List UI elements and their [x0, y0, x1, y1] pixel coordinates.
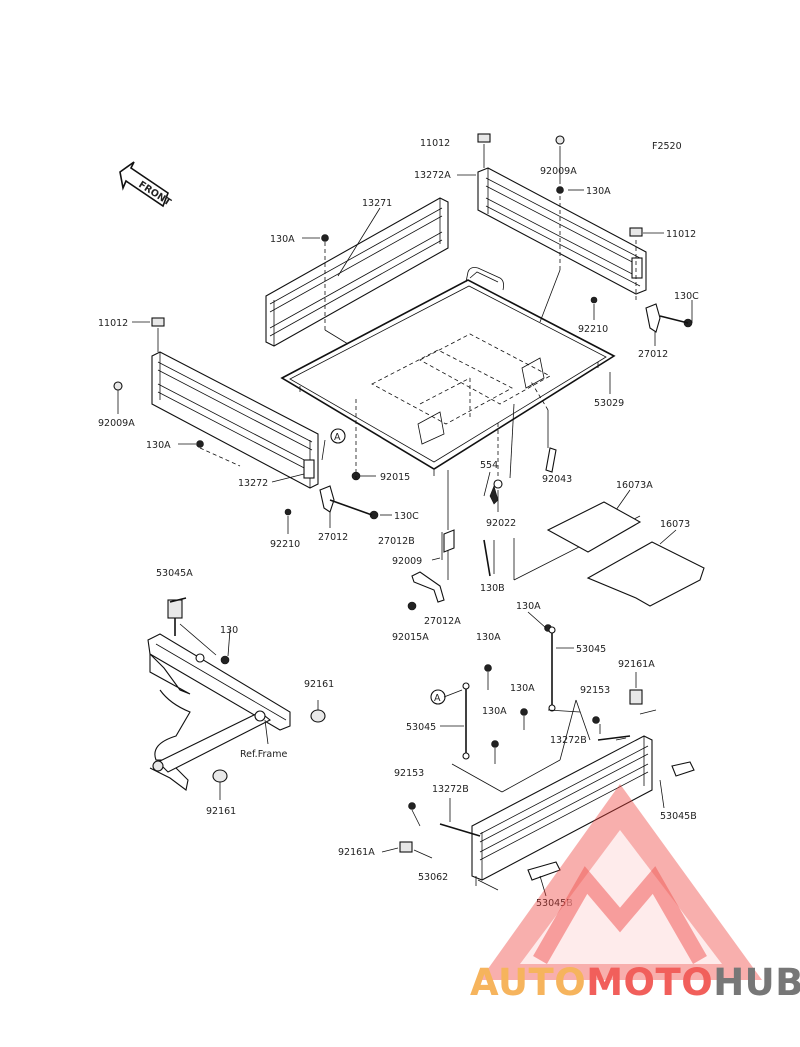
label-130A-s4: 130A: [482, 706, 507, 717]
label-11012-top: 11012: [420, 138, 450, 149]
label-16073A: 16073A: [616, 480, 653, 491]
side-panel-13272A: [477, 167, 647, 295]
label-92015A: 92015A: [392, 632, 429, 643]
label-92022: 92022: [486, 518, 516, 529]
bolt-icons: [113, 135, 693, 810]
callout-a-lower-label: A: [434, 693, 441, 704]
tailgate: [399, 689, 695, 886]
leader-lines-lower: [381, 611, 665, 897]
label-130C-mid: 130C: [394, 511, 419, 522]
label-53029: 53029: [594, 398, 624, 409]
label-92161-bottom: 92161: [206, 806, 236, 817]
label-130A-s3: 130A: [510, 683, 535, 694]
label-53045-top: 53045: [576, 644, 606, 655]
label-92153-left: 92153: [394, 768, 424, 779]
label-16073: 16073: [660, 519, 690, 530]
watermark-text-moto: MOTO: [586, 961, 713, 1004]
support-cables: [462, 626, 556, 760]
label-92009A-top: 92009A: [540, 166, 577, 177]
front-arrow-icon: FRONT: [119, 161, 173, 209]
label-53062: 53062: [418, 872, 448, 883]
watermark-text-auto: AUTO: [470, 961, 586, 1004]
label-92153-right: 92153: [580, 685, 610, 696]
label-130A-left-mid: 130A: [146, 440, 171, 451]
label-53045A: 53045A: [156, 568, 193, 579]
label-130A-s2: 130A: [476, 632, 501, 643]
label-92043: 92043: [542, 474, 572, 485]
mid-small-parts: [411, 447, 557, 603]
label-11012-left: 11012: [98, 318, 128, 329]
label-13272A: 13272A: [414, 170, 451, 181]
cap-11012-right: [629, 227, 643, 237]
label-27012-right: 27012: [638, 349, 668, 360]
label-92210-left: 92210: [270, 539, 300, 550]
mat-16073: [586, 541, 705, 607]
label-130: 130: [220, 625, 238, 636]
label-27012B: 27012B: [378, 536, 415, 547]
label-53045-left: 53045: [406, 722, 436, 733]
label-92161-top: 92161: [304, 679, 334, 690]
label-13272B-right: 13272B: [550, 735, 587, 746]
label-92210-right: 92210: [578, 324, 608, 335]
label-130C-right: 130C: [674, 291, 699, 302]
watermark-text: AUTOMOTOHUB: [470, 961, 800, 1004]
label-130A-top-right: 130A: [586, 186, 611, 197]
part-labels: 11012 13272A 92009A 130A 11012 130C 9221…: [98, 138, 699, 909]
cargo-bed-floor: [280, 267, 616, 476]
label-53045B-bottom: 53045B: [536, 898, 573, 909]
figure-code: F2520: [652, 141, 682, 152]
label-11012-right: 11012: [666, 229, 696, 240]
frame-ref: [147, 597, 326, 800]
cap-11012-left: [151, 317, 165, 327]
bracket-27012-left: [319, 485, 335, 513]
label-92009A-left: 92009A: [98, 418, 135, 429]
label-13272B-left: 13272B: [432, 784, 469, 795]
bracket-27012-right: [645, 303, 661, 333]
label-53045B-right: 53045B: [660, 811, 697, 822]
callout-a-upper: [330, 428, 346, 444]
label-554: 554: [480, 460, 498, 471]
side-panel-13272: [151, 351, 319, 489]
label-27012A: 27012A: [424, 616, 461, 627]
watermark-text-hub: HUB: [713, 961, 800, 1004]
label-13271: 13271: [362, 198, 392, 209]
mat-16073A: [546, 501, 642, 553]
label-92161A-left: 92161A: [338, 847, 375, 858]
cap-11012-top: [477, 133, 491, 143]
watermark-logo: AUTOMOTOHUB: [470, 784, 800, 1004]
leader-lines-upper: [117, 144, 693, 581]
label-13272: 13272: [238, 478, 268, 489]
label-ref-frame: Ref.Frame: [240, 749, 287, 760]
label-92015: 92015: [380, 472, 410, 483]
label-130A-s1: 130A: [516, 601, 541, 612]
label-27012-left: 27012: [318, 532, 348, 543]
label-130B: 130B: [480, 583, 505, 594]
label-92161A-right: 92161A: [618, 659, 655, 670]
label-92009: 92009: [392, 556, 422, 567]
side-panel-13271: [265, 197, 449, 347]
callout-a-upper-label: A: [334, 432, 341, 443]
label-130A-left-top: 130A: [270, 234, 295, 245]
